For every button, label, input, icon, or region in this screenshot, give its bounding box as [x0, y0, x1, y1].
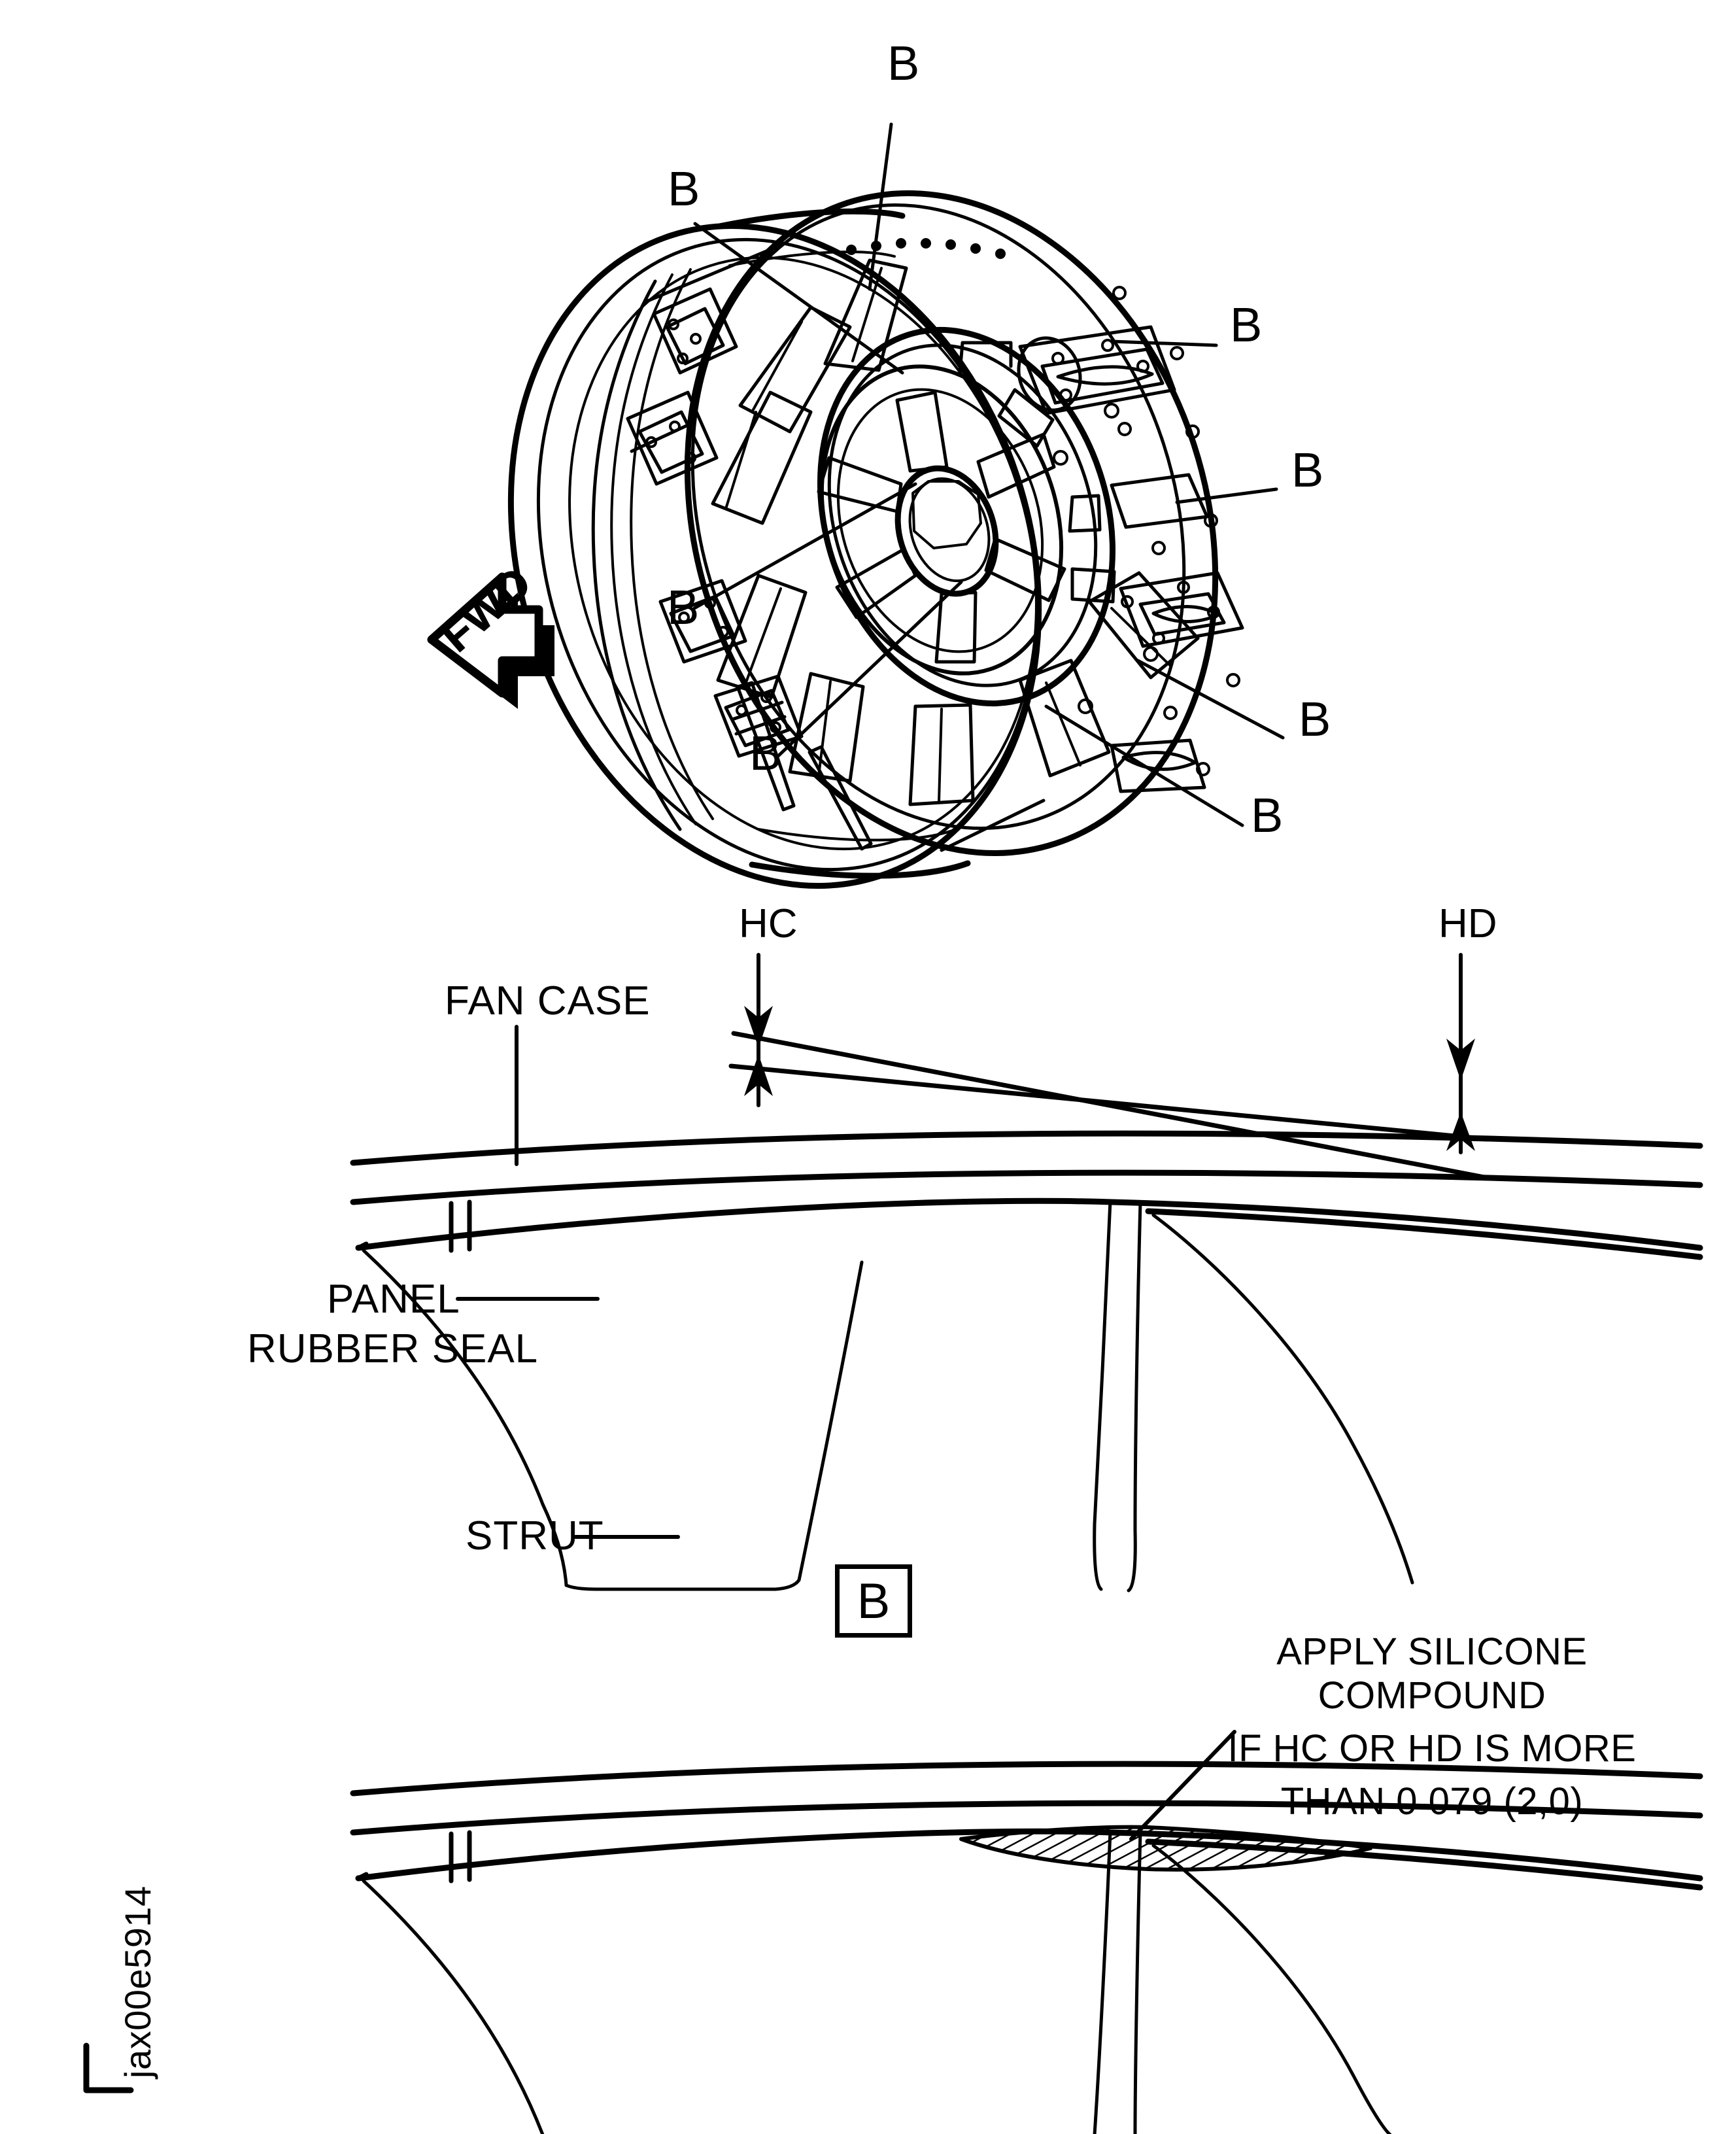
silicone-compound-note: APPLY SILICONE COMPOUND IF HC OR HD IS M…	[1183, 1630, 1680, 1823]
section-marker-box: B	[835, 1564, 912, 1638]
lower-cross-section	[350, 1761, 1703, 1891]
note-line-3: THAN 0 079 (2,0)	[1280, 1780, 1584, 1823]
callout-b-6: B	[1299, 692, 1331, 746]
strut-profile	[1093, 1199, 1142, 1592]
hd-dimension-arrow	[1446, 953, 1475, 1154]
callout-b-1: B	[887, 36, 920, 90]
panel-rubber-seal-profile	[362, 1248, 864, 1591]
callout-b-3: B	[1230, 298, 1263, 352]
part-label-strut: STRUT	[466, 1513, 604, 1558]
figure-id-bracket	[83, 2042, 134, 2093]
note-line-1: APPLY SILICONE COMPOUND	[1276, 1630, 1588, 1717]
isometric-leader-lines	[643, 122, 1285, 852]
silicone-note-leader	[1129, 1730, 1236, 1841]
callout-b-7: B	[749, 726, 782, 780]
callout-b-8: B	[1251, 788, 1284, 842]
part-label-fan-case: FAN CASE	[445, 978, 651, 1024]
note-line-2: IF HC OR HD IS MORE	[1227, 1727, 1637, 1770]
dimension-label-hd: HD	[1438, 901, 1497, 946]
dimension-label-hc: HC	[739, 901, 798, 946]
hc-dimension-arrow	[744, 953, 773, 1107]
section-marker-letter: B	[857, 1573, 891, 1629]
callout-b-2: B	[668, 162, 700, 216]
silicone-compound-hatch	[959, 1825, 1372, 1872]
callout-b-4: B	[1291, 443, 1324, 497]
part-label-panel: PANEL	[327, 1277, 460, 1322]
part-label-rubber-seal: RUBBER SEAL	[247, 1326, 539, 1371]
right-seal-profile	[1151, 1213, 1414, 1585]
gap-leader-lines	[728, 1031, 1491, 1180]
fwd-arrow-marker: FWD	[427, 557, 554, 709]
figure-id-code: jax00e5914	[117, 1885, 158, 2078]
callout-b-5: B	[667, 580, 700, 634]
fan-case-isometric	[507, 190, 1244, 889]
